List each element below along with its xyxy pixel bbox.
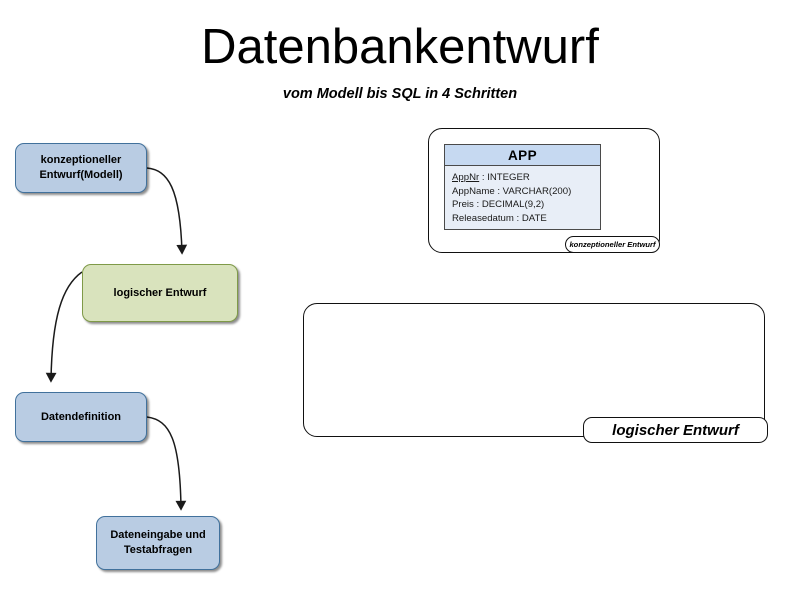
entity-attribute-list: AppNr : INTEGER AppName : VARCHAR(200) P… [445, 166, 600, 231]
flow-node-logischer-entwurf[interactable]: logischer Entwurf [82, 264, 238, 322]
entity-attribute-row: AppName : VARCHAR(200) [452, 185, 593, 199]
flow-node-datendefinition[interactable]: Datendefinition [15, 392, 147, 442]
panel-caption-label: logischer Entwurf [612, 421, 739, 439]
attribute-separator: : [473, 199, 482, 211]
panel-caption-logischer-entwurf: logischer Entwurf [583, 417, 768, 443]
entity-attribute-row: Releasedatum : DATE [452, 212, 593, 226]
attribute-name: AppNr [452, 172, 480, 183]
panel-caption-konzeptioneller-entwurf: konzeptioneller Entwurf [565, 236, 660, 253]
entity-table-app[interactable]: APP AppNr : INTEGER AppName : VARCHAR(20… [444, 144, 601, 230]
attribute-separator: : [494, 185, 503, 197]
page-subtitle: vom Modell bis SQL in 4 Schritten [282, 86, 518, 102]
attribute-separator: : [479, 172, 488, 183]
attribute-name: Preis [452, 199, 474, 211]
attribute-type: INTEGER [487, 172, 530, 183]
page-title: Datenbankentwurf [201, 20, 599, 74]
entity-attribute-row: Preis : DECIMAL(9,2) [452, 198, 593, 212]
entity-attribute-row: AppNr : INTEGER [452, 171, 593, 185]
panel-caption-label: konzeptioneller Entwurf [569, 240, 656, 249]
arrow-datendefinition-to-dateneingabe [146, 416, 187, 511]
arrow-konzeptioneller-to-logischer [146, 167, 188, 255]
arrow-logischer-to-datendefinition [45, 271, 83, 383]
attribute-type: VARCHAR(200) [502, 185, 572, 197]
entity-name: APP [445, 145, 600, 166]
attribute-separator: : [513, 212, 522, 224]
attribute-name: AppName [452, 185, 495, 197]
logischer-entwurf-panel [303, 303, 765, 437]
attribute-name: Releasedatum [452, 212, 514, 224]
attribute-type: DATE [521, 212, 547, 224]
flow-node-label: Datendefinition [40, 410, 122, 423]
attribute-type: DECIMAL(9,2) [481, 199, 545, 211]
flow-node-label: logischer Entwurf [113, 286, 207, 299]
